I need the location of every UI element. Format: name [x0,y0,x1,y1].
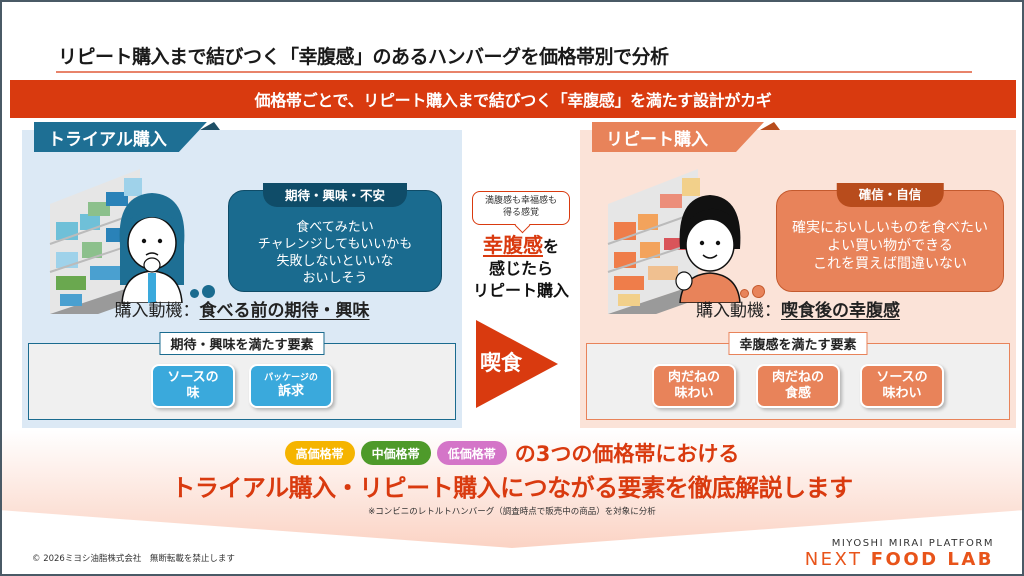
kofukukan-keyword: 幸腹感 [482,233,543,257]
bubble-line: よい買い物ができる [827,238,953,254]
trial-purchase-motive: 購入動機：食べる前の期待・興味 [114,301,370,321]
trial-thought-bubble: 期待・興味・不安 食べてみたい チャレンジしてもいいかも 失敗しないといいな お… [228,183,442,292]
summary-headline: トライアル購入・リピート購入につながる要素を徹底解説します [171,474,853,502]
repeat-tag: リピート購入 [592,122,764,152]
middle-message: 幸腹感を 感じたら リピート購入 [472,233,569,300]
pill-low-price: 低価格帯 [436,441,507,465]
trial-elements-box: 期待・興味を満たす要素 ソースの味 パッケージの訴求 [28,332,456,420]
element-chip-package-appeal: パッケージの訴求 [249,364,333,408]
repeat-purchase-panel: リピート購入 確信・自信 [580,122,1016,428]
bubble-line: 食べてみたい [296,220,374,235]
brand-logo: MIYOSHI MIRAI PLATFORM NEXT FOOD LAB [805,538,994,570]
element-chip-meat-flavor: 肉だねの味わい [652,364,736,408]
bubble-line: これを買えば間違いない [813,256,967,272]
footnote: ※コンビニのレトルトハンバーグ（調査時点で販売中の商品）を対象に分析 [368,507,656,517]
worried-woman-illustration [119,193,185,303]
brand-platform: MIYOSHI MIRAI PLATFORM [831,538,994,549]
brand-name: NEXT FOOD LAB [804,549,994,570]
copyright: © 2026ミヨシ油脂株式会社 無断転載を禁止します [32,554,235,564]
price-band-row: 高価格帯 中価格帯 低価格帯 の3つの価格帯における [2,438,1022,468]
element-chip-sauce-flavor: ソースの味わい [860,364,944,408]
page-title: リピート購入まで結びつく「幸腹感」のあるハンバーグを価格帯別で分析 [58,46,669,68]
element-chip-sauce-taste: ソースの味 [151,364,235,408]
repeat-elements-box: 幸腹感を満たす要素 肉だねの味わい 肉だねの食感 ソースの味わい [586,332,1010,420]
pill-high-price: 高価格帯 [284,441,355,465]
repeat-motive-value: 喫食後の幸腹感 [781,301,900,321]
trial-bubble-header: 期待・興味・不安 [262,183,408,207]
bubble-line: 確実においしいものを食べたい [792,220,988,236]
trial-tag: トライアル購入 [34,122,207,152]
repeat-thought-bubble: 確信・自信 確実においしいものを食べたい よい買い物ができる これを買えば間違い… [776,183,1004,292]
trial-elements-title: 期待・興味を満たす要素 [159,332,325,355]
confident-woman-illustration [675,195,741,303]
trial-purchase-panel: トライアル購入 期待 [22,122,462,428]
repeat-elements-title: 幸腹感を満たす要素 [728,332,868,355]
kofukukan-definition-note: 満腹感も幸福感も得る感覚 [472,191,570,225]
repeat-purchase-motive: 購入動機：喫食後の幸腹感 [696,301,900,321]
pill-mid-price: 中価格帯 [360,441,431,465]
right-arrow-icon [476,320,558,408]
bubble-line: おいしそう [302,271,368,286]
repeat-bubble-header: 確信・自信 [836,183,944,207]
price-band-text: の3つの価格帯における [514,442,740,466]
key-message-banner: 価格帯ごとで、リピート購入まで結びつく「幸腹感」を満たす設計がカギ [10,80,1016,118]
bubble-line: 失敗しないといいな [276,254,394,269]
element-chip-meat-texture: 肉だねの食感 [756,364,840,408]
title-divider [56,71,972,73]
arrow-label: 喫食 [480,351,522,375]
trial-motive-value: 食べる前の期待・興味 [199,301,370,321]
bubble-line: チャレンジしてもいいかも [257,237,413,252]
